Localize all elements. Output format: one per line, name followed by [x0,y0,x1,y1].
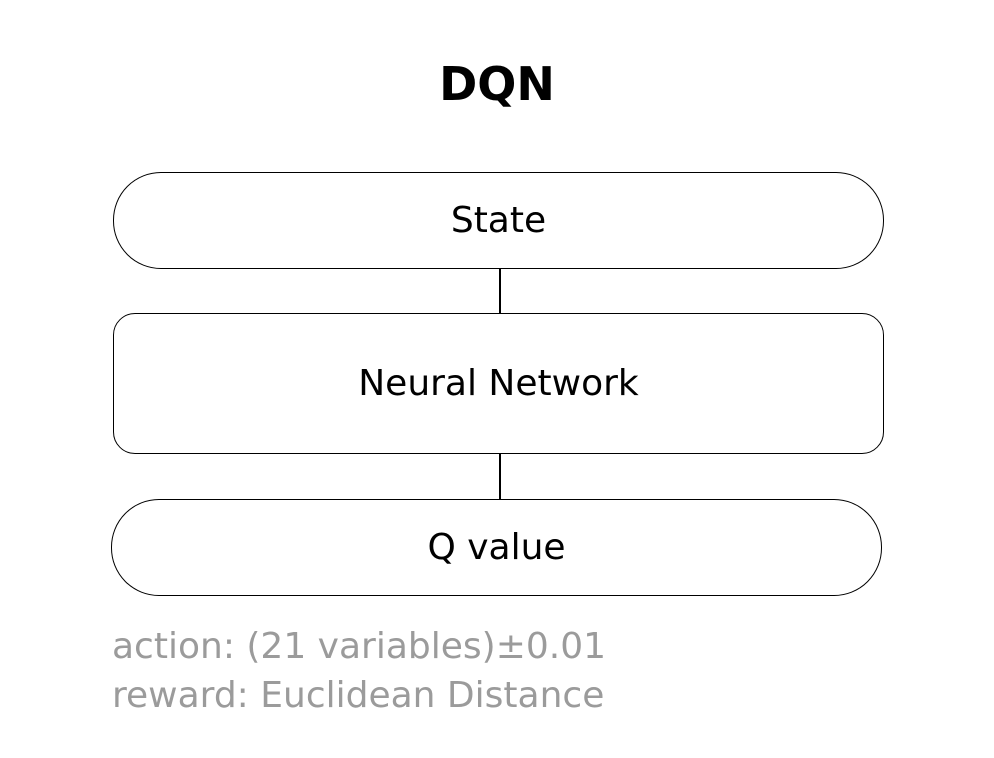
state-label: State [450,200,547,241]
action-note: action: (21 variables)±0.01 [112,626,607,667]
diagram-title: DQN [439,57,555,111]
q-value-node: Q value [111,499,882,596]
neural-network-node: Neural Network [113,313,884,454]
neural-network-label: Neural Network [358,363,639,404]
q-value-label: Q value [427,527,566,568]
notes: action: (21 variables)±0.01 reward: Eucl… [112,622,606,720]
connector-network-qvalue [499,454,501,499]
reward-note: reward: Euclidean Distance [112,675,605,716]
connector-state-network [499,269,501,313]
state-node: State [113,172,884,269]
